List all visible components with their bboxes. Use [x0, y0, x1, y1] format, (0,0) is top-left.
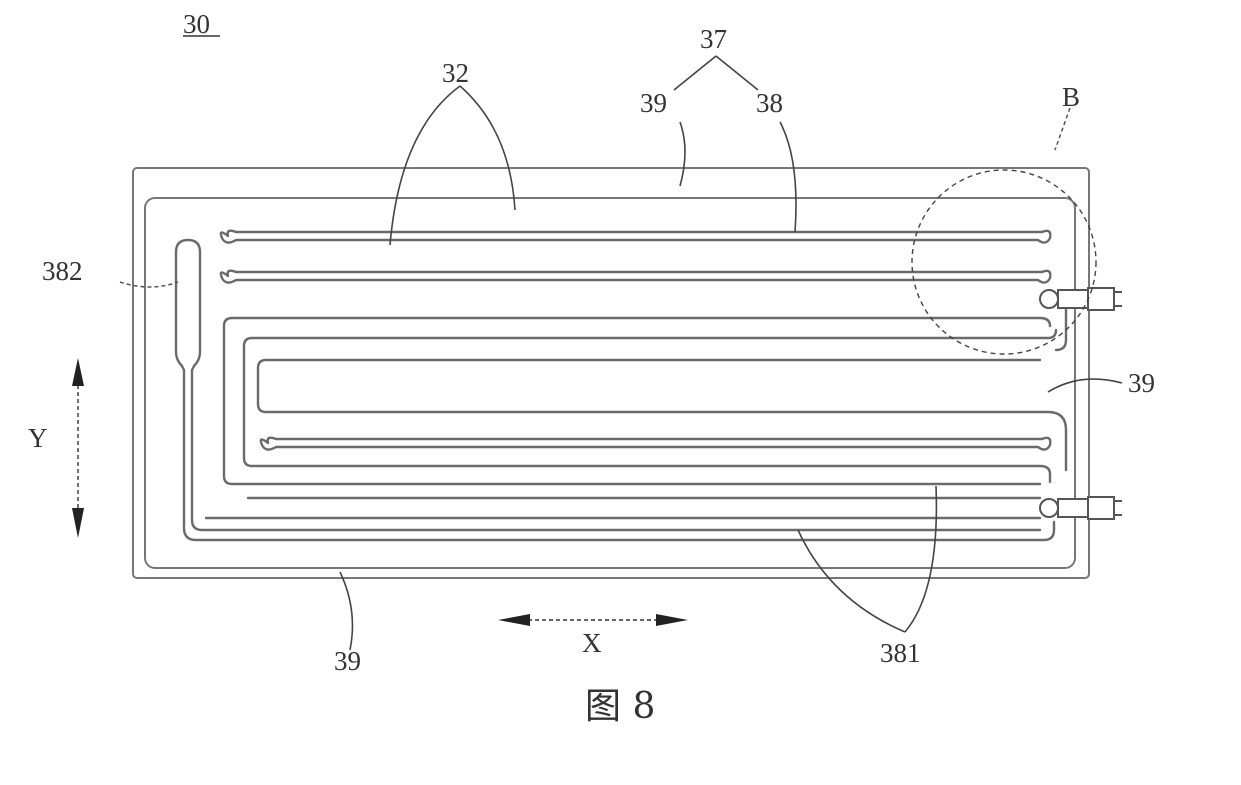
label-37: 37 — [700, 24, 727, 54]
inlet-port — [1040, 288, 1122, 310]
outer-plate — [133, 168, 1089, 578]
label-32: 32 — [442, 58, 469, 88]
channel-second — [221, 271, 1050, 283]
y-axis-arrow — [72, 358, 84, 538]
leader-b — [1055, 108, 1070, 150]
leader-381-left — [798, 530, 905, 632]
label-39-right: 39 — [1128, 368, 1155, 398]
leader-32-left — [390, 86, 460, 245]
figure-caption: 图 8 — [585, 686, 655, 727]
y-arrow-head-up — [72, 358, 84, 386]
x-arrow-head-left — [498, 614, 530, 626]
center-loop — [258, 360, 1066, 470]
leader-32-right — [460, 86, 515, 210]
label-b: B — [1062, 82, 1080, 112]
leader-38 — [780, 122, 796, 232]
channel-top — [221, 231, 1050, 243]
leader-39-right — [1048, 379, 1122, 392]
y-axis-label: Y — [28, 423, 48, 453]
lower-channels — [224, 318, 1050, 484]
label-382: 382 — [42, 256, 83, 286]
channel-lower-1 — [261, 438, 1050, 450]
label-38: 38 — [756, 88, 783, 118]
upper-channels — [221, 231, 1050, 283]
outlet-port — [1040, 497, 1122, 519]
manifold-382 — [176, 240, 1040, 530]
x-axis-arrow — [498, 614, 688, 626]
x-axis-label: X — [582, 628, 602, 658]
leader-39-top — [680, 122, 685, 186]
y-arrow-head-down — [72, 508, 84, 538]
ref-numeral: 30 — [183, 9, 210, 39]
leader-39-bottom — [340, 572, 352, 650]
leader-382 — [120, 282, 178, 287]
label-39-top: 39 — [640, 88, 667, 118]
channel-lower-2 — [224, 318, 1050, 484]
x-arrow-head-right — [656, 614, 688, 626]
serpentine-loop — [244, 330, 1056, 482]
label-381: 381 — [880, 638, 921, 668]
leader-37-left — [674, 56, 716, 90]
label-39-bottom: 39 — [334, 646, 361, 676]
leader-37-right — [716, 56, 758, 90]
weld-seam — [145, 198, 1075, 568]
leader-381-right — [905, 486, 936, 632]
